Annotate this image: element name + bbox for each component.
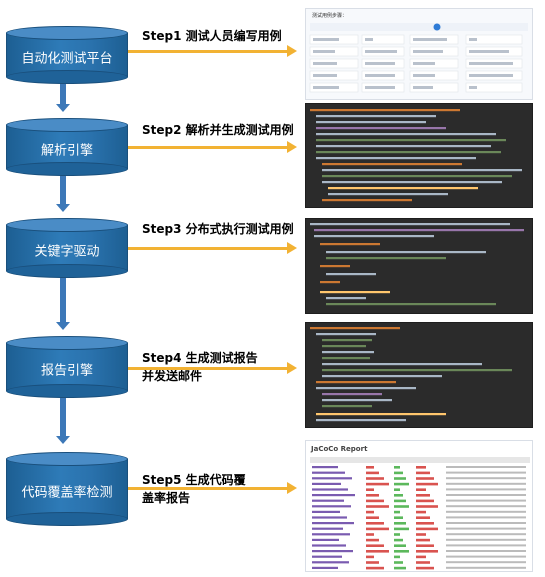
- jacoco-title: JaCoCo Report: [311, 445, 368, 453]
- node-report: 报告引擎: [6, 336, 128, 398]
- thumbnail-keyword-code: [305, 218, 533, 314]
- connector-2-head: [56, 204, 70, 212]
- code-sketch-2: [310, 223, 524, 306]
- code-sketch-3: [310, 327, 512, 422]
- step-3-label: Step3 分布式执行测试用例: [142, 222, 294, 236]
- report-sketch: [310, 457, 530, 570]
- arrow-step-1: [128, 45, 297, 57]
- node-platform: 自动化测试平台: [6, 26, 128, 84]
- node-coverage: 代码覆盖率检测: [6, 452, 128, 526]
- node-keyword: 关键字驱动: [6, 218, 128, 278]
- step-2-label: Step2 解析并生成测试用例: [142, 123, 294, 137]
- node-platform-label: 自动化测试平台: [21, 51, 113, 67]
- thumbnail-jacoco-report: JaCoCo Report: [305, 440, 533, 572]
- step-4-label: Step4 生成测试报告并发送邮件: [142, 351, 258, 383]
- thumbnail-table-title: 测试用例步骤：: [312, 13, 348, 19]
- thumbnail-report-code: [305, 322, 533, 428]
- arrow-step-5: [128, 482, 297, 494]
- thumbnail-testcase-table: 测试用例步骤：: [305, 8, 533, 100]
- connector-1: [60, 84, 66, 104]
- thumbnail-parser-code: [305, 103, 533, 208]
- connector-2: [60, 176, 66, 204]
- node-parser: 解析引擎: [6, 118, 128, 176]
- step-1-label: Step1 测试人员编写用例: [142, 29, 282, 43]
- connector-4: [60, 398, 66, 436]
- node-parser-label: 解析引擎: [40, 143, 93, 159]
- connector-3: [60, 278, 66, 322]
- arrow-step-4: [128, 362, 297, 374]
- connector-1-head: [56, 104, 70, 112]
- table-sketch: [309, 23, 528, 93]
- node-report-label: 报告引擎: [40, 363, 93, 379]
- arrow-step-2: [128, 141, 297, 153]
- step-5-label: Step5 生成代码覆盖率报告: [142, 473, 246, 505]
- connector-3-head: [56, 322, 70, 330]
- node-coverage-label: 代码覆盖率检测: [21, 485, 113, 501]
- node-keyword-label: 关键字驱动: [34, 244, 100, 260]
- code-sketch-1: [310, 109, 522, 202]
- arrow-step-3: [128, 242, 297, 254]
- connector-4-head: [56, 436, 70, 444]
